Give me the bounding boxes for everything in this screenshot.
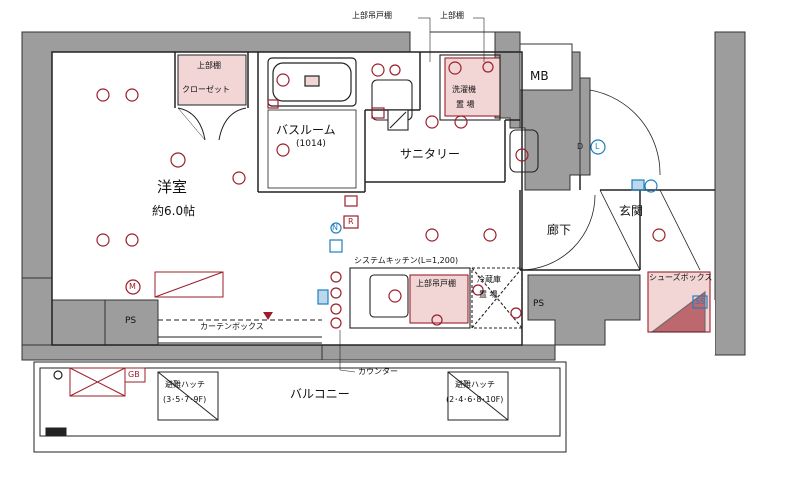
r-symbol: R (348, 217, 354, 226)
washer-label-2: 置 場 (456, 100, 475, 109)
top-upper-cabinet-label: 上部吊戸棚 (352, 11, 392, 20)
hatch-right-label-1: 避難ハッチ (455, 380, 495, 389)
sanitary-fixtures (371, 54, 539, 173)
room-sanitary-label: サニタリー (400, 147, 461, 161)
room-corridor-label: 廊下 (547, 223, 572, 237)
closet-top-label: 上部棚 (197, 61, 221, 70)
room-balcony-label: バルコニー (290, 387, 350, 401)
walls (21, 31, 746, 361)
top-upper-shelf-label: 上部棚 (440, 11, 464, 20)
room-western-label: 洋室 (157, 178, 188, 196)
doors (519, 89, 701, 271)
kitchen (349, 267, 711, 333)
fridge-label-2: 置 場 (479, 290, 498, 299)
n-symbol: N (332, 223, 338, 232)
electric-symbols (96, 61, 666, 329)
closet (177, 54, 247, 141)
curtain-box-label: カーテンボックス (200, 322, 264, 331)
room-bathroom-size: (1014) (296, 139, 326, 149)
hatch-left-label-2: (3･5･7･9F) (163, 395, 207, 404)
washer-label-1: 洗濯機 (452, 85, 476, 94)
counter-label: カウンター (358, 367, 398, 376)
system-kitchen-label: システムキッチン(L=1,200) (354, 256, 459, 265)
gb-symbol: GB (128, 370, 140, 379)
mb-label: MB (530, 69, 549, 83)
room-western-size: 約6.0帖 (152, 204, 196, 218)
room-bathroom-label: バスルーム (276, 123, 336, 137)
room-entrance-label: 玄関 (619, 204, 644, 218)
ps-left-label: PS (125, 316, 137, 326)
d-symbol: D (577, 142, 584, 151)
m-symbol: M (129, 282, 136, 291)
hatch-left-label-1: 避難ハッチ (165, 380, 205, 389)
closet-label: クローゼット (182, 85, 230, 94)
leader-lines (339, 17, 485, 373)
l-symbol: L (595, 142, 600, 151)
hatch-right-label-2: (2･4･6･8･10F) (446, 395, 504, 404)
shoe-box-label: シューズボックス (649, 273, 713, 282)
data-symbols (53, 139, 708, 380)
window-line (154, 271, 322, 344)
ps-right-label: PS (533, 299, 545, 309)
kitchen-upper-cabinet-label: 上部吊戸棚 (416, 279, 456, 288)
interior-walls (51, 51, 715, 346)
ss-symbol: SS (695, 297, 706, 306)
fridge-label-1: 冷蔵庫 (477, 275, 501, 284)
balcony (33, 361, 567, 453)
bathtub (267, 57, 357, 189)
